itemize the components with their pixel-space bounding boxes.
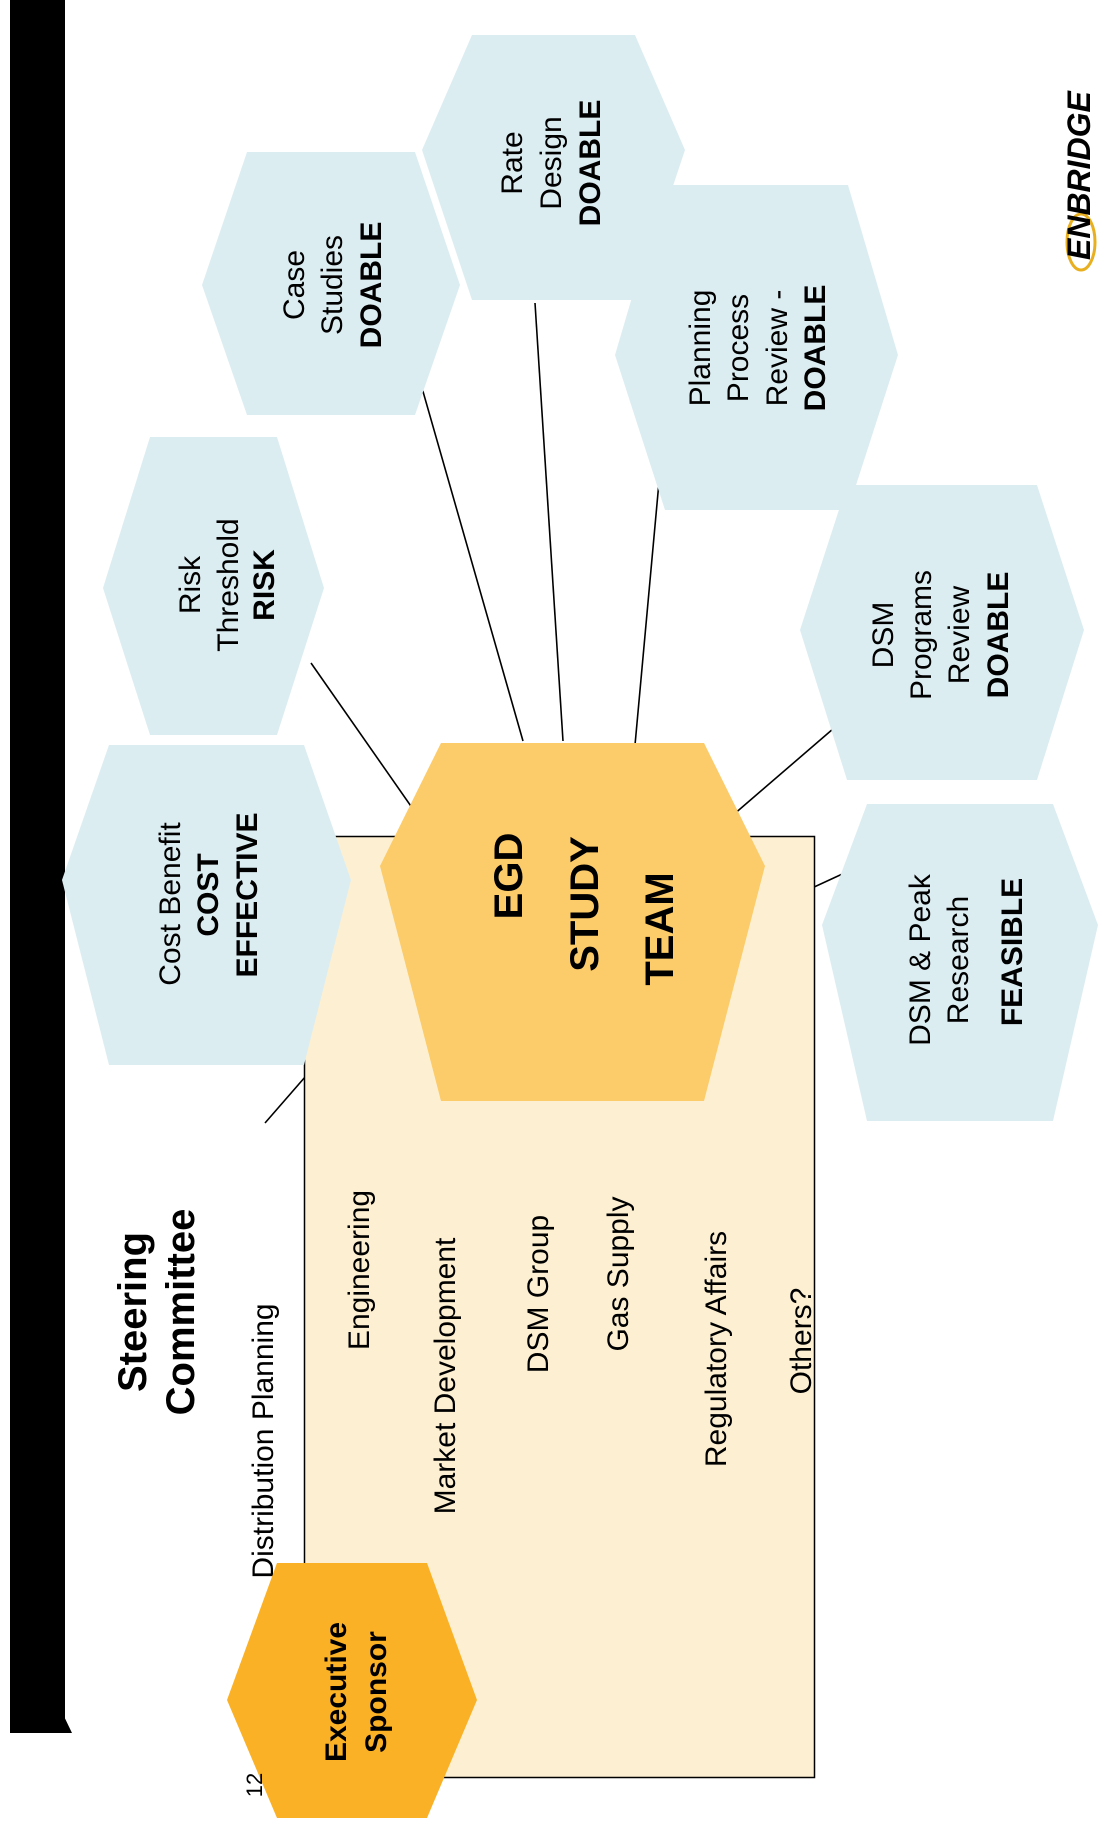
dsm-programs-line4: DOABLE xyxy=(982,572,1015,699)
dsm-programs-line3: Review xyxy=(943,585,976,684)
cost-benefit-line1: Cost Benefit xyxy=(154,822,187,986)
steering-member-others: Others? xyxy=(785,1288,818,1395)
steering-member-distribution-planning: Distribution Planning xyxy=(247,1303,280,1578)
sponsor-hex-shape xyxy=(227,1563,477,1818)
executive-sponsor-hexagon: Executive Sponsor xyxy=(227,1563,477,1818)
title-bar-notch-top xyxy=(52,878,60,890)
study-hexagon-case-studies: Case Studies DOABLE xyxy=(202,152,460,415)
rate-design-line3: DOABLE xyxy=(574,100,607,227)
risk-threshold-line2: Threshold xyxy=(212,518,245,651)
study-hexagon-cost-benefit: Cost Benefit COST EFFECTIVE xyxy=(62,745,351,1065)
center-line2: STUDY xyxy=(563,836,607,972)
rate-design-hex-shape xyxy=(422,35,685,300)
dsm-peak-hex-shape xyxy=(822,804,1098,1121)
planning-process-line1: Planning xyxy=(684,290,717,407)
dsm-peak-line2: Research xyxy=(942,896,975,1024)
connector-risk-threshold xyxy=(310,662,430,833)
case-studies-line2: Studies xyxy=(316,235,349,335)
rate-design-line1: Rate xyxy=(496,131,529,194)
title-bar xyxy=(10,0,72,1733)
planning-process-line2: Process xyxy=(722,294,755,402)
connector-rate-design xyxy=(534,302,564,742)
case-studies-line3: DOABLE xyxy=(355,222,388,349)
dsm-programs-line2: Programs xyxy=(905,570,938,700)
rate-design-line2: Design xyxy=(535,116,568,209)
steering-title-line2: Committee xyxy=(159,1209,203,1416)
connector-planning-process xyxy=(634,459,662,746)
case-studies-line1: Case xyxy=(278,250,311,320)
study-hexagon-rate-design: Rate Design DOABLE xyxy=(422,35,685,300)
dsm-peak-line3: FEASIBLE xyxy=(996,878,1029,1026)
cost-benefit-hex-shape xyxy=(62,745,351,1065)
egd-study-team-hexagon: EGD STUDY TEAM xyxy=(380,743,765,1101)
dsm-peak-line1: DSM & Peak xyxy=(904,873,937,1046)
risk-threshold-hex-shape xyxy=(103,437,324,735)
sponsor-line1: Executive xyxy=(320,1622,353,1762)
steering-member-dsm-group: DSM Group xyxy=(522,1215,555,1373)
connector-case-studies xyxy=(417,373,524,742)
enbridge-logo: ENBRIDGE xyxy=(1061,89,1097,272)
study-hexagon-dsm-programs: DSM Programs Review DOABLE xyxy=(800,485,1084,780)
planning-process-line3: Review - xyxy=(761,290,794,407)
risk-threshold-line3: RISK xyxy=(248,549,281,621)
enbridge-logo-text: ENBRIDGE xyxy=(1061,89,1097,260)
planning-process-line4: DOABLE xyxy=(799,285,832,412)
study-hexagon-risk-threshold: Risk Threshold RISK xyxy=(103,437,324,735)
enbridge-logo-swoosh-icon xyxy=(1065,212,1097,272)
steering-member-regulatory-affairs: Regulatory Affairs xyxy=(700,1231,733,1467)
study-hexagon-dsm-peak: DSM & Peak Research FEASIBLE xyxy=(822,804,1098,1121)
title-bar-notch-bottom xyxy=(60,1708,72,1733)
study-hexagon-planning-process: Planning Process Review - DOABLE xyxy=(615,185,898,510)
center-line3: TEAM xyxy=(638,872,682,985)
steering-title-line1: Steering xyxy=(111,1232,155,1392)
sponsor-line2: Sponsor xyxy=(360,1631,393,1753)
center-line1: EGD xyxy=(487,833,531,920)
cost-benefit-line3: EFFECTIVE xyxy=(231,812,264,977)
cost-benefit-line2: COST xyxy=(192,853,225,936)
connector-dsm-programs xyxy=(717,715,849,829)
dsm-programs-line1: DSM xyxy=(867,602,900,669)
steering-member-market-development: Market Development xyxy=(429,1237,462,1514)
case-studies-hex-shape xyxy=(202,152,460,415)
steering-member-engineering: Engineering xyxy=(343,1190,376,1350)
planning-process-hex-shape xyxy=(615,185,898,510)
center-hex-shape xyxy=(380,743,765,1101)
page-number: 12 xyxy=(242,1773,267,1797)
dsm-programs-hex-shape xyxy=(800,485,1084,780)
title-bar-band xyxy=(10,0,65,1733)
steering-member-gas-supply: Gas Supply xyxy=(602,1196,635,1351)
risk-threshold-line1: Risk xyxy=(174,555,207,614)
